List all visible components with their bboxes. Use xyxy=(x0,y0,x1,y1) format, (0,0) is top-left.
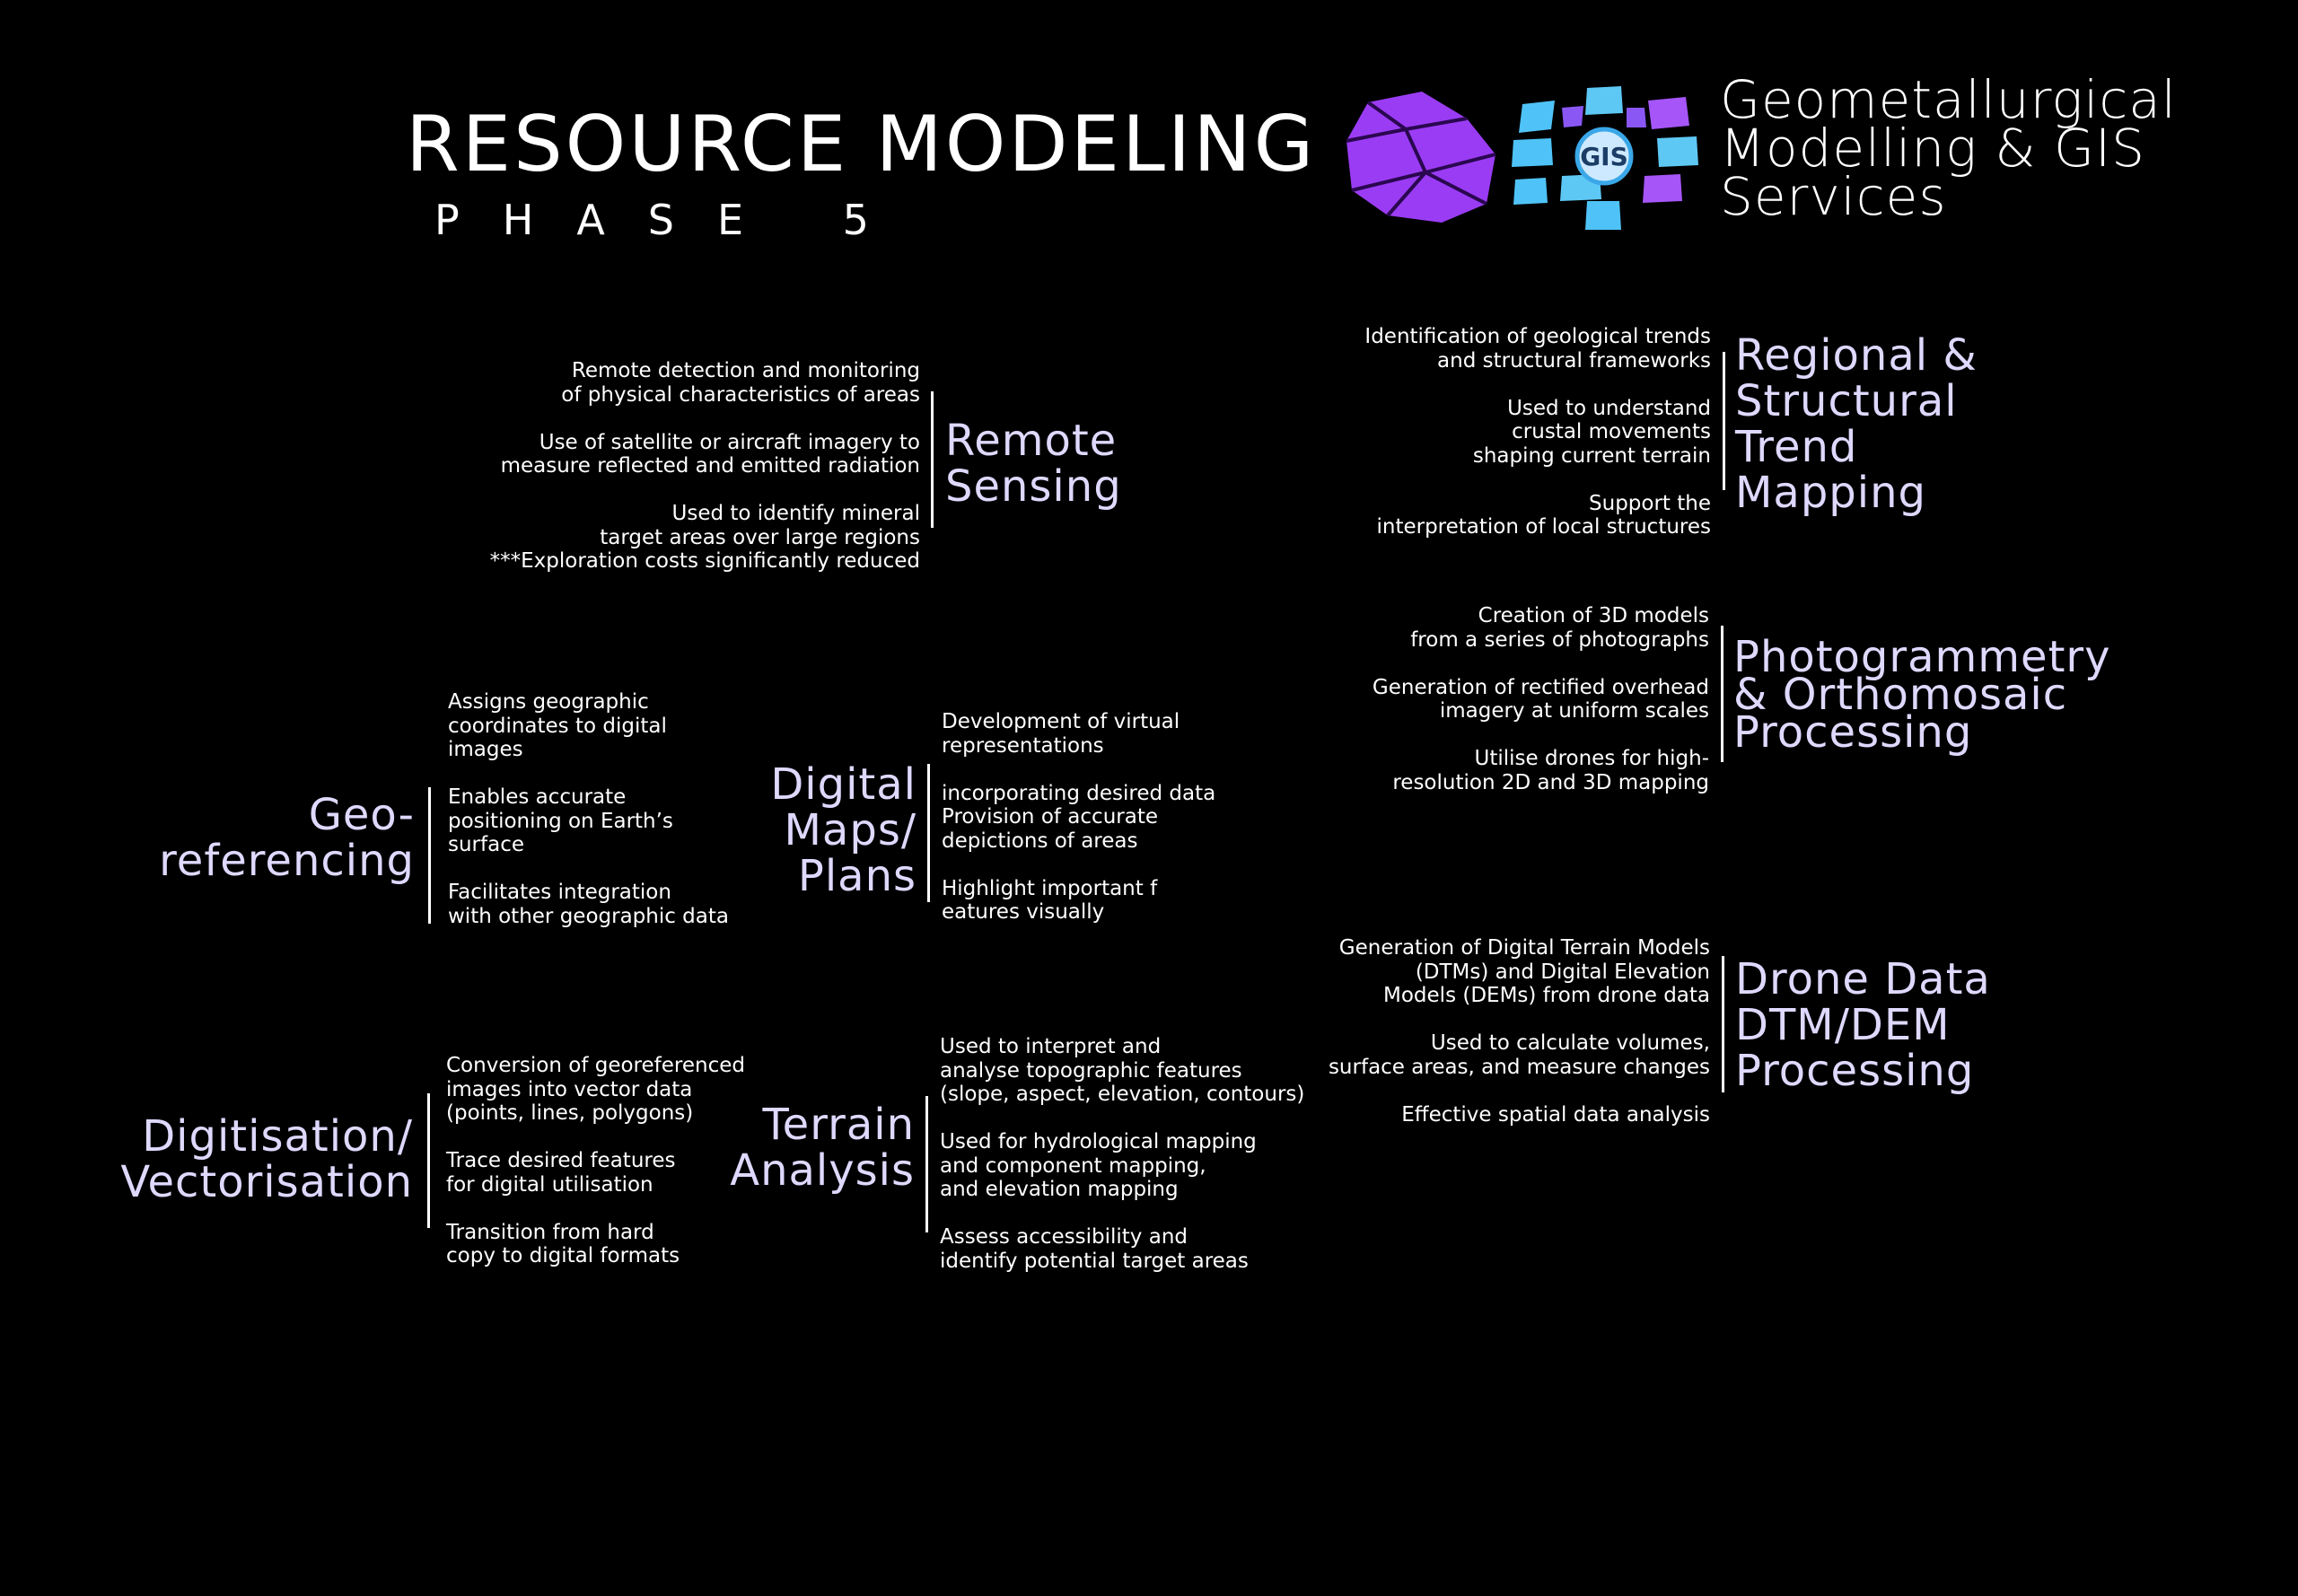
drone-processing-divider xyxy=(1722,956,1724,1092)
georeferencing-divider xyxy=(428,787,431,924)
page-title: RESOURCE MODELING xyxy=(406,100,1317,189)
terrain-analysis-description: Used to interpret and analyse topographi… xyxy=(940,1035,1305,1273)
remote-sensing-title: Remote Sensing xyxy=(945,416,1122,512)
digital-maps-description: Development of virtual representations i… xyxy=(942,710,1216,924)
terrain-analysis-divider xyxy=(925,1096,928,1232)
gis-map-tiles-icon: GIS xyxy=(1512,86,1698,230)
drone-processing-description: Generation of Digital Terrain Models (DT… xyxy=(1328,936,1710,1127)
digital-maps-title: Digital Maps/ Plans xyxy=(770,759,917,901)
crystal-rock-icon xyxy=(1346,92,1496,223)
remote-sensing-divider xyxy=(931,391,934,528)
company-logo: GIS xyxy=(1343,83,1702,239)
digitisation-title: Digitisation/ Vectorisation xyxy=(120,1111,413,1207)
photogrammetry-divider xyxy=(1721,626,1724,762)
regional-mapping-title: Regional & Structural Trend Mapping xyxy=(1735,330,1978,518)
drone-processing-title: Drone Data DTM/DEM Processing xyxy=(1735,954,1991,1096)
georeferencing-title: Geo- referencing xyxy=(159,790,415,886)
remote-sensing-description: Remote detection and monitoring of physi… xyxy=(489,359,920,573)
phase-subtitle: PHASE 5 xyxy=(434,196,912,244)
gis-badge-text: GIS xyxy=(1580,142,1628,171)
regional-mapping-divider xyxy=(1723,352,1725,490)
digitisation-description: Conversion of georeferenced images into … xyxy=(446,1054,745,1267)
georeferencing-description: Assigns geographic coordinates to digita… xyxy=(448,690,729,928)
brand-name: Geometallurgical Modelling & GIS Service… xyxy=(1720,69,2177,227)
terrain-analysis-title: Terrain Analysis xyxy=(730,1100,915,1196)
photogrammetry-title: Photogrammetry & Orthomosaic Processing xyxy=(1733,632,2111,758)
regional-mapping-description: Identification of geological trends and … xyxy=(1364,325,1711,539)
photogrammetry-description: Creation of 3D models from a series of p… xyxy=(1372,604,1709,794)
digital-maps-divider xyxy=(927,764,930,902)
digitisation-divider xyxy=(427,1093,430,1228)
